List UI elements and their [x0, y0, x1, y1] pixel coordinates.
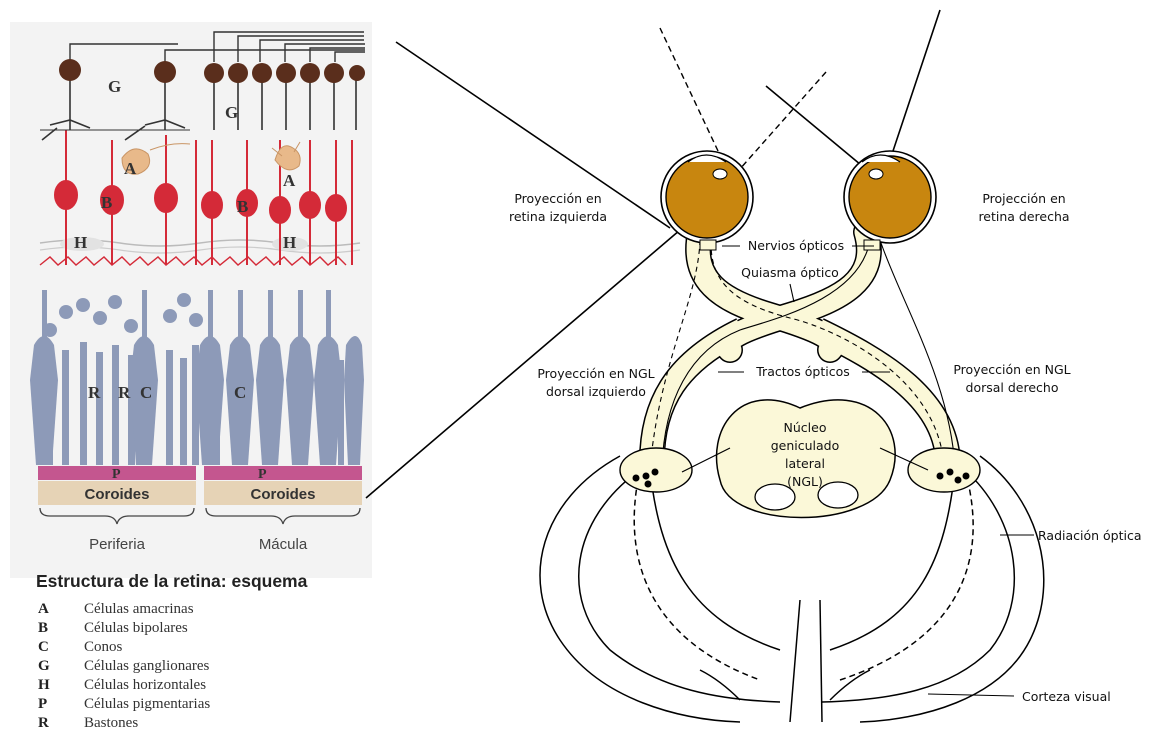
legend-letter-A: A: [38, 601, 49, 617]
label-proy-ngl-der-2: dorsal derecho: [966, 380, 1059, 395]
legend-letter-R: R: [38, 715, 49, 731]
label-G-periferia: G: [108, 77, 121, 96]
retina-illustration: G G A A B B H H R R C C P P Coroides Cor…: [10, 22, 372, 731]
label-corteza-visual: Corteza visual: [1022, 689, 1111, 704]
retina-legend-title: Estructura de la retina: esquema: [36, 571, 308, 591]
legend-text-B: Células bipolares: [84, 620, 188, 636]
label-proy-ngl-izq-1: Proyección en NGL: [537, 366, 654, 381]
legend-text-R: Bastones: [84, 715, 138, 731]
label-proy-retina-der-2: retina derecha: [978, 209, 1069, 224]
legend-letter-P: P: [38, 696, 47, 712]
label-H-periferia: H: [74, 233, 87, 252]
periferia-label: Periferia: [89, 536, 146, 553]
legend-letter-B: B: [38, 620, 48, 636]
legend-text-A: Células amacrinas: [84, 601, 194, 617]
label-nucleo-2: geniculado: [771, 438, 840, 453]
label-P-periferia: P: [112, 467, 121, 482]
legend-letter-G: G: [38, 658, 50, 674]
label-B-periferia: B: [101, 193, 112, 212]
label-proy-ngl-der-1: Proyección en NGL: [953, 362, 1070, 377]
legend-letter-H: H: [38, 677, 50, 693]
legend-text-P: Células pigmentarias: [84, 696, 210, 712]
pigment-layer-macula: [204, 466, 362, 480]
lgn-right: [908, 448, 980, 492]
legend-text-H: Células horizontales: [84, 677, 206, 693]
label-A-periferia: A: [124, 159, 137, 178]
label-nucleo-1: Núcleo: [784, 420, 827, 435]
label-H-macula: H: [283, 233, 296, 252]
label-P-macula: P: [258, 467, 267, 482]
macula-label: Mácula: [259, 536, 308, 553]
legend-letter-C: C: [38, 639, 49, 655]
label-tractos-opticos: Tractos ópticos: [755, 364, 850, 379]
coroides-label-macula: Coroides: [250, 486, 315, 503]
legend-text-G: Células ganglionares: [84, 658, 210, 674]
label-nervios-opticos: Nervios ópticos: [748, 238, 844, 253]
ngl-hole-right: [818, 482, 858, 508]
retina-legend: A Células amacrinas B Células bipolares …: [38, 601, 210, 731]
label-C-macula: C: [234, 383, 246, 402]
ray-left-dashed: [660, 28, 727, 170]
quiasma-pointer: [790, 284, 794, 302]
label-R-1: R: [88, 383, 101, 402]
label-R-2: R: [118, 383, 131, 402]
label-A-macula: A: [283, 171, 296, 190]
coroides-label-periferia: Coroides: [84, 486, 149, 503]
label-proy-retina-der-1: Projección en: [982, 191, 1065, 206]
label-proy-retina-izq-2: retina izquierda: [509, 209, 607, 224]
label-C-periferia: C: [140, 383, 152, 402]
label-radiacion-optica: Radiación óptica: [1038, 528, 1142, 543]
label-G-macula: G: [225, 103, 238, 122]
label-quiasma-optico: Quiasma óptico: [741, 265, 839, 280]
label-nucleo-4: (NGL): [787, 474, 823, 489]
label-B-macula: B: [237, 197, 248, 216]
label-proy-ngl-izq-2: dorsal izquierdo: [546, 384, 646, 399]
visual-pathway: Proyección en retina izquierda Projecció…: [366, 10, 1142, 722]
label-proy-retina-izq-1: Proyección en: [514, 191, 601, 206]
label-nucleo-3: lateral: [785, 456, 825, 471]
legend-text-C: Conos: [84, 639, 123, 655]
